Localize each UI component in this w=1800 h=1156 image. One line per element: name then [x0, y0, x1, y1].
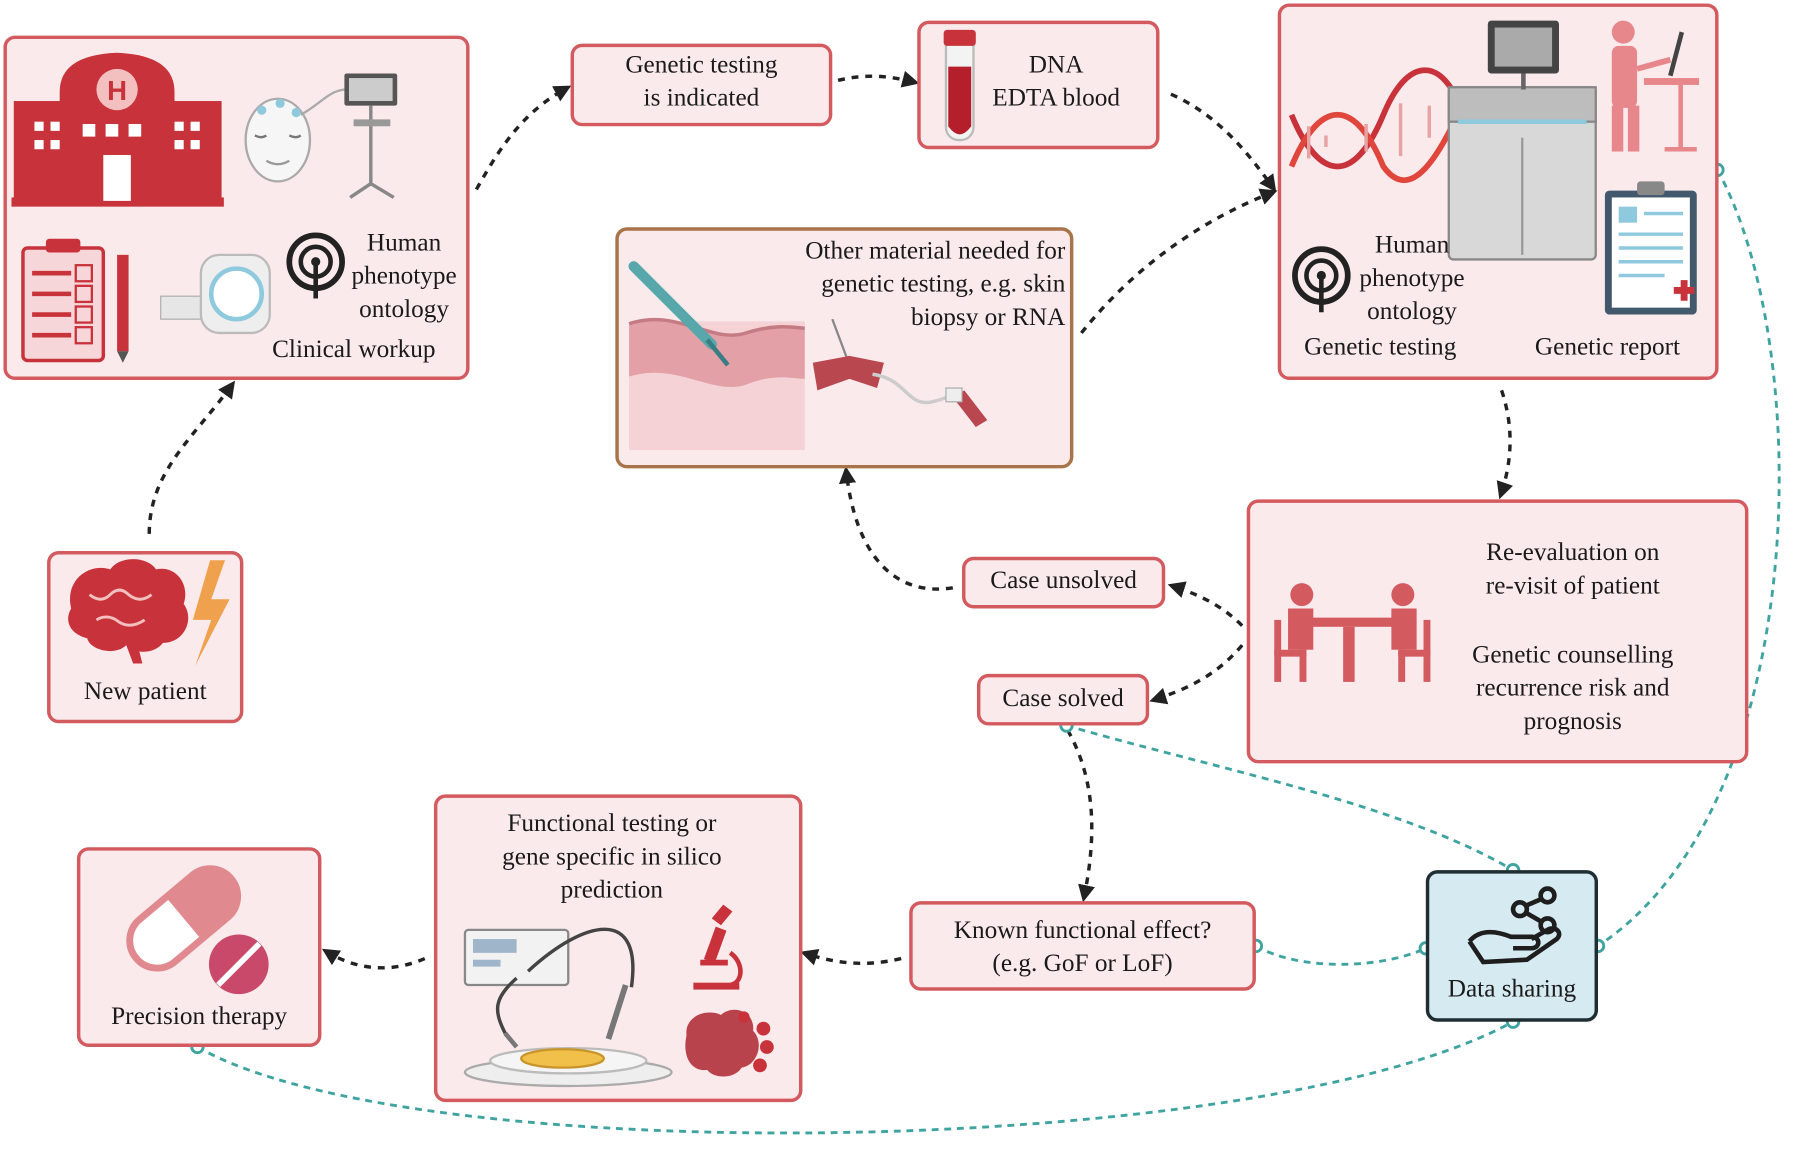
arrow-dna-to-lab	[1170, 92, 1277, 193]
tablet-icon	[208, 934, 269, 995]
link-lab-to-datasharing	[1597, 169, 1781, 948]
functional-testing-label: Functional testing or gene specific in s…	[502, 808, 722, 904]
dna-helix-icon	[1288, 67, 1461, 184]
other-material-label: Other material needed for genetic testin…	[805, 235, 1066, 331]
lightning-icon	[192, 560, 230, 666]
electrophysiology-rig-icon	[463, 927, 673, 1088]
microscope-icon	[693, 904, 743, 990]
hpo-logo-icon	[1292, 246, 1351, 313]
arrow-solved-to-known	[1066, 729, 1095, 903]
genetic-testing-indicated-label: Genetic testing is indicated	[625, 49, 778, 112]
arrow-new-patient-to-workup	[147, 380, 236, 534]
known-effect-node	[909, 901, 1256, 991]
monitor-stand-icon	[344, 73, 398, 199]
clipboard-report-icon	[1604, 181, 1697, 315]
genetic-testing-caption: Genetic testing	[1304, 331, 1457, 361]
svg-text:H: H	[107, 75, 127, 106]
clinical-workup-caption: Clinical workup	[272, 334, 436, 363]
brain-icon	[68, 559, 189, 664]
data-sharing-caption: Data sharing	[1447, 973, 1577, 1003]
lab-hpo-label: Human phenotype ontology	[1359, 229, 1465, 325]
arrow-unsolved-to-other	[838, 466, 954, 591]
scalpel-icon	[628, 261, 730, 367]
arrow-other-to-lab	[1080, 188, 1278, 334]
arrow-known-to-functional	[800, 949, 902, 966]
sequencer-icon	[1447, 20, 1597, 261]
case-unsolved-label: Case unsolved	[990, 564, 1137, 594]
checklist-icon	[21, 238, 106, 363]
reevaluation-node	[1246, 499, 1749, 764]
eeg-headset-icon	[244, 88, 345, 183]
genetic-testing-indicated-node	[570, 43, 833, 127]
arrow-reeval-to-unsolved	[1167, 581, 1244, 627]
dna-blood-label: DNA EDTA blood	[992, 49, 1121, 112]
reevaluation-label: Re-evaluation on re-visit of patient	[1485, 537, 1660, 600]
precision-therapy-caption: Precision therapy	[111, 1001, 288, 1030]
pencil-icon	[117, 254, 129, 363]
counselling-label: Genetic counselling recurrence risk and …	[1472, 639, 1674, 735]
precision-therapy-node	[76, 847, 322, 1047]
link-known-to-datasharing	[1255, 944, 1427, 966]
link-therapy-to-datasharing	[196, 1020, 1514, 1135]
mri-scanner-icon	[160, 253, 271, 335]
skin-section-icon	[628, 317, 805, 451]
case-solved-label: Case solved	[1002, 683, 1124, 712]
brain-network-icon	[685, 1009, 774, 1077]
capsule-icon	[126, 865, 242, 972]
new-patient-caption: New patient	[83, 676, 207, 705]
hpo-logo-icon	[286, 232, 345, 299]
case-unsolved-node	[962, 556, 1166, 609]
genetic-report-caption: Genetic report	[1534, 331, 1681, 361]
lab-worker-icon	[1611, 20, 1700, 152]
known-effect-label: Known functional effect? (e.g. GoF or Lo…	[953, 914, 1212, 977]
butterfly-needle-icon	[812, 318, 988, 428]
arrow-workup-to-indicated	[474, 85, 572, 191]
data-sharing-node	[1425, 870, 1599, 1022]
case-solved-node	[976, 673, 1150, 726]
link-solved-to-datasharing	[1066, 724, 1514, 872]
arrow-indicated-to-dna	[837, 70, 920, 88]
workup-hpo-label: Human phenotype ontology	[351, 227, 457, 323]
